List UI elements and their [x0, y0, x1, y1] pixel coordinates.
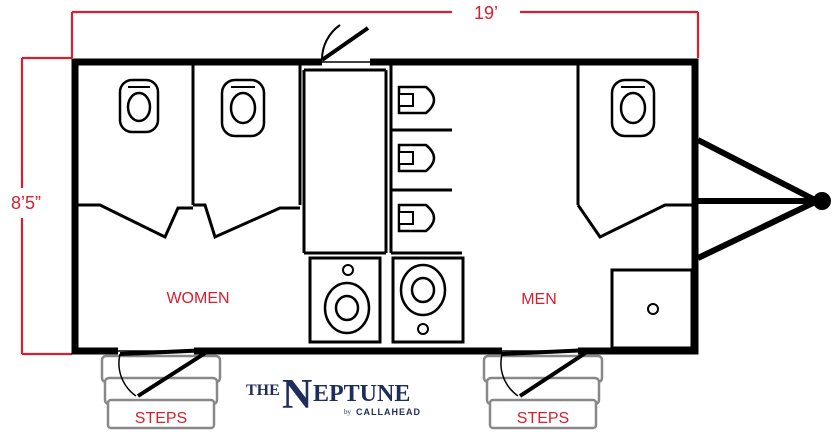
width-label: 8’5” [11, 193, 41, 213]
neptune-logo: THE N EPTUNE by CALLAHEAD [246, 372, 421, 418]
logo-by: by [344, 408, 352, 416]
width-dimension: 8’5” [11, 56, 72, 356]
urinal-icon [397, 143, 436, 173]
toilet-icon [610, 78, 656, 138]
trailer-hitch [696, 137, 831, 261]
logo-the: THE [246, 382, 280, 399]
women-label: WOMEN [166, 290, 229, 307]
women-sink [308, 256, 382, 344]
steps-label-right: STEPS [517, 410, 569, 427]
length-dimension: 19’ [70, 3, 700, 58]
trailer-outline [71, 58, 699, 355]
toilet-icon [220, 78, 266, 138]
men-label: MEN [521, 291, 557, 308]
length-label: 19’ [474, 3, 498, 23]
women-steps: STEPS [100, 348, 222, 430]
utility-closet [302, 62, 462, 255]
men-steps: STEPS [482, 348, 604, 430]
urinal-icon [397, 85, 436, 115]
men-stall [576, 62, 692, 239]
women-stalls [78, 62, 302, 240]
toilet-icon [118, 78, 160, 134]
urinal-partitions [391, 128, 452, 192]
service-door [320, 24, 370, 62]
urinal-icon [397, 203, 436, 233]
logo-eptune: EPTUNE [313, 381, 410, 407]
men-sink [391, 256, 465, 344]
men-cabinet [610, 268, 694, 350]
logo-company: CALLAHEAD [356, 407, 421, 417]
logo-n: N [282, 372, 312, 418]
steps-label-left: STEPS [135, 410, 187, 427]
